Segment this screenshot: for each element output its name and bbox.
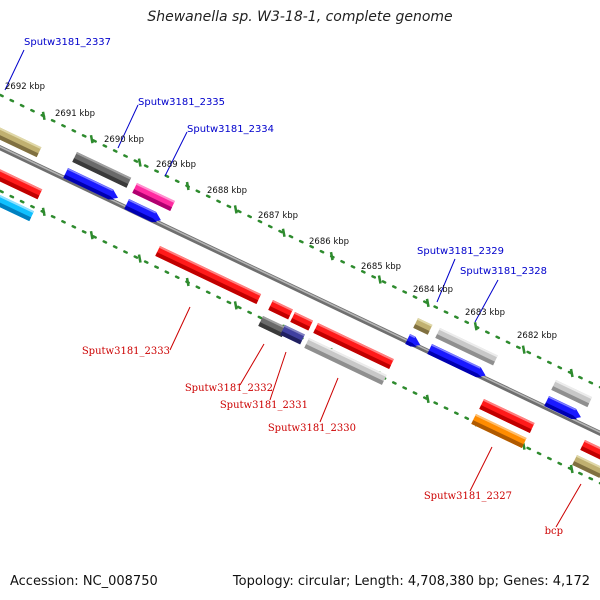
reverse-gene-label: Sputw3181_2333 bbox=[82, 346, 170, 357]
inner-scale-tick bbox=[137, 254, 142, 263]
scale-label: 2686 kbp bbox=[309, 237, 349, 247]
gene-sputw3181-2334-b bbox=[124, 199, 161, 223]
scale-label: 2685 kbp bbox=[361, 262, 401, 272]
forward-gene-label: Sputw3181_2328 bbox=[460, 266, 547, 277]
outer-scale-tick bbox=[185, 181, 190, 191]
reverse-gene-label: Sputw3181_2327 bbox=[424, 491, 512, 502]
outer-scale-tick bbox=[137, 158, 142, 167]
outer-scale-tick bbox=[41, 111, 46, 121]
gene-sputw3181-2333 bbox=[155, 246, 262, 305]
inner-scale-tick bbox=[185, 277, 190, 287]
gene-sputw3181-2327-b bbox=[471, 414, 527, 448]
gene-bcp-a bbox=[580, 440, 600, 463]
outer-scale-tick bbox=[569, 368, 574, 378]
gene-sputw3181-2329-a bbox=[413, 318, 433, 335]
gene-sputw3181-2331-a bbox=[290, 312, 314, 331]
gene-bcp-b bbox=[572, 455, 600, 478]
forward-gene-label: Sputw3181_2337 bbox=[24, 37, 111, 48]
leader-2337 bbox=[4, 49, 25, 91]
leader-bcp bbox=[555, 483, 582, 528]
gene-labels: Sputw3181_2337Sputw3181_2335Sputw3181_23… bbox=[24, 37, 563, 537]
leader-2328 bbox=[474, 279, 499, 323]
gene-sputw3181-2332-a bbox=[268, 300, 293, 320]
outer-scale-track bbox=[0, 93, 600, 389]
outer-scale-tick bbox=[473, 322, 478, 331]
leader-2334 bbox=[164, 131, 188, 177]
outer-scale-tick bbox=[377, 275, 382, 284]
scale-label: 2689 kbp bbox=[156, 160, 196, 170]
scale-label: 2690 kbp bbox=[104, 135, 144, 145]
gene-sputw3181-2327-a bbox=[479, 399, 535, 433]
scale-label: 2687 kbp bbox=[258, 211, 298, 221]
outer-scale-tick bbox=[329, 251, 334, 261]
gene-sputw3181-2335-b bbox=[63, 168, 119, 200]
leader-2329 bbox=[436, 258, 456, 303]
scale-label: 2684 kbp bbox=[413, 285, 453, 295]
gene-features bbox=[0, 118, 600, 478]
scale-label: 2691 kbp bbox=[55, 109, 95, 119]
outer-scale-tick bbox=[89, 134, 94, 144]
diagram-title: Shewanella sp. W3-18-1, complete genome bbox=[147, 9, 453, 25]
gene-left-cyan bbox=[0, 176, 35, 222]
scale-labels: 2692 kbp 2691 kbp 2690 kbp 2689 kbp 2688 kbp… bbox=[5, 82, 557, 341]
scale-label: 2688 kbp bbox=[207, 186, 247, 196]
inner-scale-tick bbox=[233, 301, 238, 310]
reverse-gene-label: Sputw3181_2331 bbox=[220, 400, 308, 411]
gene-sputw3181-2334-a bbox=[132, 183, 175, 211]
label-leader-lines bbox=[4, 49, 582, 528]
gene-sputw3181-2332-b bbox=[258, 316, 287, 338]
reverse-gene-label: Sputw3181_2332 bbox=[185, 383, 273, 394]
forward-gene-label: Sputw3181_2334 bbox=[187, 124, 274, 135]
forward-gene-label: Sputw3181_2335 bbox=[138, 97, 225, 108]
scale-label: 2683 kbp bbox=[465, 308, 505, 318]
leader-2335 bbox=[117, 104, 139, 149]
gene-left-red bbox=[0, 155, 43, 200]
outer-scale-tick bbox=[233, 205, 238, 214]
leader-2332 bbox=[239, 343, 265, 386]
inner-scale-tick bbox=[89, 230, 94, 240]
gene-sputw3181-2328-b bbox=[427, 344, 486, 378]
reverse-gene-label: bcp bbox=[545, 526, 563, 537]
leader-2333 bbox=[169, 306, 191, 351]
genome-summary: Topology: circular; Length: 4,708,380 bp… bbox=[232, 574, 590, 589]
gene-sputw3181-2337 bbox=[0, 118, 42, 158]
outer-scale-ticks bbox=[41, 111, 574, 378]
leader-2331 bbox=[269, 351, 287, 401]
inner-scale-tick bbox=[425, 394, 430, 404]
leader-2327 bbox=[469, 446, 493, 492]
gene-right-blue bbox=[544, 396, 581, 420]
gene-sputw3181-2335-a bbox=[72, 152, 132, 188]
gene-sputw3181-2330-b bbox=[304, 338, 387, 385]
gene-sputw3181-2331-b bbox=[280, 325, 305, 345]
outer-scale-tick bbox=[425, 298, 430, 308]
gene-sputw3181-2328-a bbox=[435, 328, 498, 366]
gene-right-grey bbox=[551, 380, 593, 408]
outer-scale-tick bbox=[281, 228, 286, 237]
inner-scale-tick bbox=[41, 207, 46, 217]
gene-sputw3181-2329-b bbox=[405, 334, 421, 347]
scale-label: 2692 kbp bbox=[5, 82, 45, 92]
inner-scale-tick bbox=[569, 464, 574, 474]
scale-label: 2682 kbp bbox=[517, 331, 557, 341]
outer-scale-tick bbox=[521, 345, 526, 354]
reverse-gene-label: Sputw3181_2330 bbox=[268, 423, 356, 434]
forward-gene-label: Sputw3181_2329 bbox=[417, 246, 504, 257]
leader-2330 bbox=[319, 377, 339, 423]
gene-sputw3181-2330-a bbox=[313, 323, 394, 370]
accession-label: Accession: NC_008750 bbox=[10, 574, 158, 589]
